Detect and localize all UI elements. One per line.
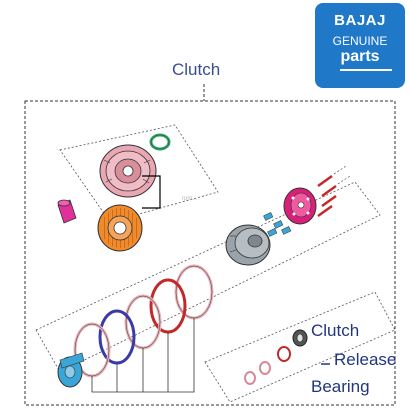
assembly-boundary [24,100,396,406]
plate-stack-bracket [91,318,195,393]
drum-gear-bracket [142,175,161,209]
bajaj-genuine-parts-logo: BAJAJ GENUINE parts [315,3,405,88]
watermark-text: rpm.... [182,196,200,202]
logo-brand-text: BAJAJ [334,12,386,29]
logo-genuine-text: GENUINE [332,34,388,48]
logo-parts-text: parts [340,48,380,65]
clutch-lifter-plate [57,352,85,388]
clutch-outer-drum [99,144,157,198]
pressure-plate [283,187,317,225]
diagram-title: Clutch [172,60,221,79]
clutch-center-hub [225,224,271,266]
clutch-plate-stack [73,264,214,378]
release-bearing-assembly [244,329,308,385]
thrust-washer-green [149,133,171,151]
pressure-plate-bolts [317,165,351,218]
plate-group-boundary [35,181,381,373]
clutch-bushing [57,199,77,224]
logo-underline [340,69,392,71]
callout-line-2: Release [334,350,397,369]
clutch-springs [263,212,292,237]
callout-line-3: Bearing [311,377,370,396]
primary-driven-gear [97,204,143,252]
callout-line-1: Clutch [311,321,360,340]
drum-group-boundary [59,124,219,223]
